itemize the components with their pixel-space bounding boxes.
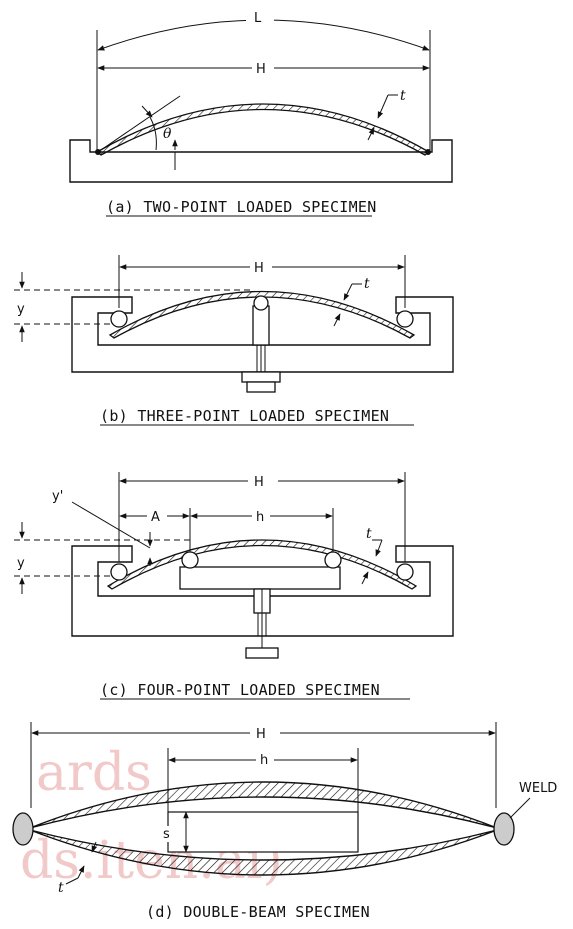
label-y-prime: y' — [52, 489, 63, 504]
panel-b-three-point: H y t (b) THREE-POINT LOADED SPECIMEN — [14, 255, 454, 426]
label-mask — [252, 508, 270, 524]
thickness-arrow — [91, 841, 97, 853]
y-prime-leader — [71, 501, 151, 549]
tangent-line — [97, 95, 181, 153]
support-point-right — [425, 149, 431, 155]
label-mask — [250, 258, 272, 276]
support-roller-right — [396, 310, 414, 328]
thickness-arrow — [377, 94, 389, 119]
label-y: y — [17, 302, 25, 317]
label-y: y — [17, 556, 25, 571]
specimen-strip — [106, 539, 418, 590]
thickness-arrow — [375, 539, 383, 557]
label-mask — [256, 751, 274, 767]
loading-post — [252, 305, 270, 346]
bolt-head — [246, 381, 276, 393]
thickness-arrow — [367, 127, 375, 141]
label-H: H — [254, 261, 264, 276]
loading-bar — [179, 566, 341, 590]
fixture-frame — [71, 545, 454, 637]
label-mask — [246, 6, 274, 26]
label-mask — [147, 508, 167, 524]
loading-roller-right — [324, 551, 342, 569]
support-roller-right — [396, 563, 414, 581]
angle-arc — [149, 116, 157, 151]
label-mask — [248, 472, 278, 490]
label-t: t — [58, 880, 64, 896]
spacer — [167, 811, 359, 853]
nut — [245, 647, 279, 659]
label-t: t — [400, 88, 406, 104]
thickness-leader — [65, 877, 79, 885]
label-mask — [160, 826, 174, 842]
specimen-strip — [108, 290, 416, 339]
support-roller-left — [110, 563, 128, 581]
label-h: h — [256, 510, 264, 525]
base-plate — [69, 139, 453, 183]
label-h: h — [260, 753, 268, 768]
loading-roller — [253, 295, 269, 311]
thickness-arrow — [361, 571, 369, 585]
label-H: H — [256, 62, 266, 77]
label-s: s — [163, 827, 170, 842]
panel-d-double-beam: H h s t WELD (d) DOUBLE-BEAM SPECIMEN — [12, 722, 557, 921]
caption-b: (b) THREE-POINT LOADED SPECIMEN — [100, 407, 389, 425]
nut — [241, 371, 281, 383]
thickness-arrow — [343, 283, 353, 301]
weld-leader — [509, 797, 531, 819]
label-H: H — [256, 727, 266, 742]
label-H: H — [254, 475, 264, 490]
weld-left — [12, 812, 34, 846]
tangent-pointer — [141, 105, 153, 118]
label-mask — [250, 724, 280, 742]
label-A: A — [151, 510, 160, 525]
support-roller-left — [110, 310, 128, 328]
caption-d: (d) DOUBLE-BEAM SPECIMEN — [146, 903, 370, 921]
label-t: t — [366, 526, 372, 542]
weld-right — [493, 812, 515, 846]
label-L: L — [254, 11, 262, 26]
watermark-line-1: ards — [36, 743, 152, 803]
caption-a: (a) TWO-POINT LOADED SPECIMEN — [106, 198, 377, 216]
label-weld: WELD — [519, 781, 557, 796]
thickness-arrow — [333, 313, 341, 327]
label-t: t — [364, 276, 370, 292]
loading-roller-left — [181, 551, 199, 569]
panel-a-two-point: L H θ t (a) TWO-POINT LOADED SPECIMEN — [69, 6, 453, 217]
thickness-arrow — [77, 865, 85, 879]
label-theta: θ — [163, 126, 172, 142]
panel-c-four-point: H A h y' y t (c) FOUR-POINT LOADED SPECI… — [14, 472, 454, 700]
label-mask — [252, 58, 274, 76]
fixture-frame — [71, 296, 454, 373]
caption-c: (c) FOUR-POINT LOADED SPECIMEN — [100, 681, 380, 699]
